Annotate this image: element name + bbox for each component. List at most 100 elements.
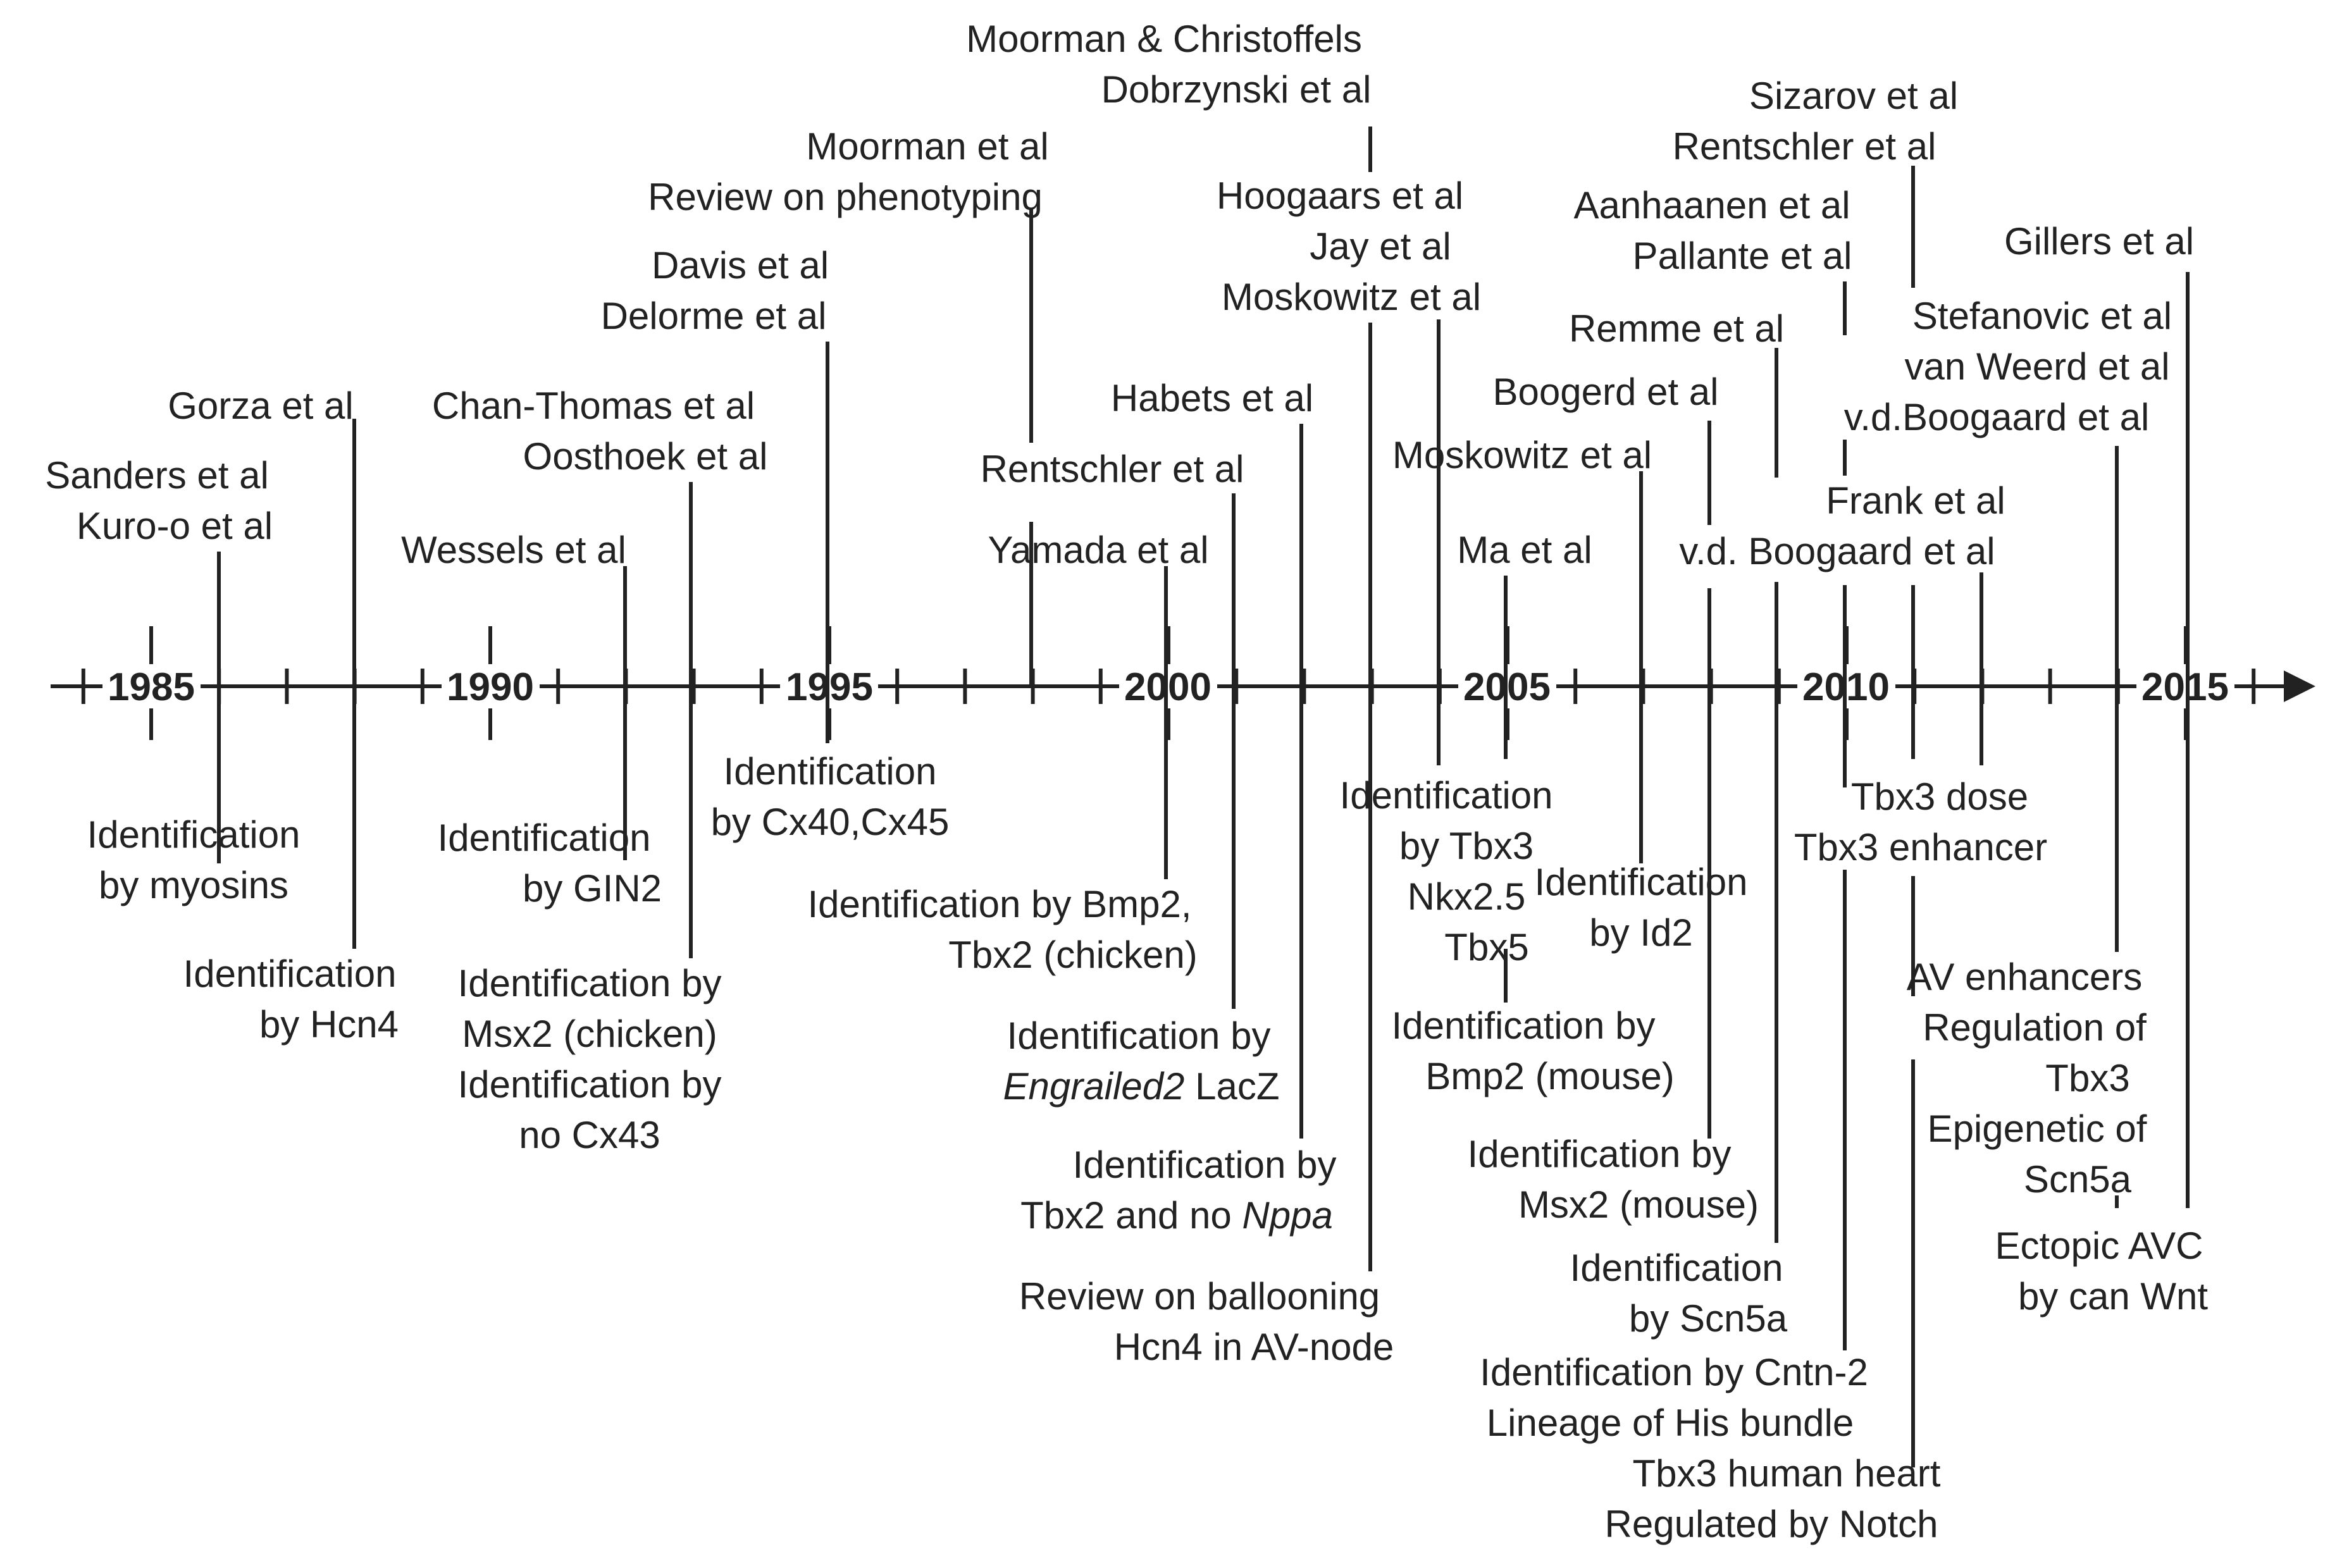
finding-label: Scn5a (2024, 1158, 2132, 1201)
author-label: Remme et al (1569, 307, 1784, 350)
author-label: v.d.Boogaard et al (1844, 396, 2150, 438)
author-label: Oosthoek et al (523, 435, 768, 478)
author-label: Chan-Thomas et al (432, 385, 755, 427)
finding-label: Msx2 (chicken) (462, 1013, 717, 1055)
author-label: Aanhaanen et al (1573, 184, 1850, 226)
author-label: Yamada et al (988, 529, 1208, 571)
event-gorza: Gorza et al Identification by Hcn4 (168, 385, 399, 1046)
author-label: van Weerd et al (1904, 345, 2169, 388)
finding-label: Identification by (1007, 1015, 1271, 1057)
author-label: Moorman & Christoffels (966, 18, 1362, 60)
event-moskowitz-2007: Moskowitz et al Identification by Id2 (1392, 434, 1748, 954)
event-wessels: Wessels et al Identification by GIN2 (401, 529, 662, 910)
finding-label: Ectopic AVC (1995, 1225, 2203, 1267)
finding-label: Lineage of His bundle (1487, 1402, 1854, 1444)
finding-label: Hcn4 in AV-node (1114, 1326, 1394, 1368)
author-label: Moskowitz et al (1392, 434, 1652, 476)
finding-label: by Hcn4 (259, 1003, 399, 1046)
author-label: Moskowitz et al (1222, 276, 1481, 318)
finding-label: Tbx3 enhancer (1794, 826, 2047, 868)
finding-label: Identification by (458, 1063, 722, 1106)
finding-label: Tbx2 (chicken) (948, 934, 1197, 976)
finding-label: by Tbx3 (1399, 825, 1534, 867)
event-moorman-review: Moorman et al Review on phenotyping (648, 125, 1049, 686)
finding-label: by myosins (99, 864, 288, 906)
author-label: Moorman et al (806, 125, 1049, 168)
finding-label: by Scn5a (1629, 1297, 1788, 1340)
finding-label: Identification by (1073, 1144, 1337, 1186)
finding-label: Identification (724, 750, 937, 793)
finding-label: Bmp2 (mouse) (1425, 1055, 1674, 1097)
author-label: Delorme et al (601, 295, 827, 337)
finding-label: by Id2 (1589, 911, 1692, 954)
author-label: Rentschler et al (981, 448, 1244, 490)
finding-label: no Cx43 (519, 1114, 660, 1156)
author-label: Sanders et al (45, 454, 269, 497)
event-rentschler-2001: Rentschler et al Identification by Engra… (981, 448, 1280, 1108)
finding-label-styled: Tbx2 and no Nppa (1020, 1194, 1333, 1237)
event-yamada: Yamada et al Identification by Bmp2, Tbx… (807, 529, 1208, 976)
author-label: Review on phenotyping (648, 176, 1043, 218)
event-stefanovic: Stefanovic et al van Weerd et al v.d.Boo… (1844, 295, 2172, 1208)
event-habets: Habets et al Identification by Tbx2 and … (1020, 377, 1336, 1237)
author-label: Frank et al (1826, 479, 2005, 522)
event-davis-delorme: Davis et al Delorme et al Identification… (601, 244, 950, 843)
finding-label: Tbx3 dose (1851, 775, 2028, 818)
finding-label: Regulated by Notch (1605, 1503, 1938, 1545)
finding-label: by GIN2 (523, 867, 662, 910)
author-label: Stefanovic et al (1912, 295, 2172, 337)
author-label: Rentschler et al (1673, 125, 1937, 168)
event-frank-vdboogaard: Frank et al v.d. Boogaard et al Tbx3 dos… (1679, 479, 2047, 868)
event-hoogaars-jay-moskowitz: Hoogaars et al Jay et al Moskowitz et al… (1217, 175, 1553, 968)
finding-label: Review on ballooning (1019, 1275, 1380, 1318)
finding-label: Tbx5 (1444, 926, 1528, 968)
finding-label: Identification (87, 813, 301, 856)
finding-label: Identification by (1392, 1004, 1656, 1047)
year-label-1990: 1990 (447, 665, 534, 709)
event-moorman-christoffels: Moorman & Christoffels Dobrzynski et al … (966, 18, 1394, 1368)
author-label: Ma et al (1457, 529, 1592, 571)
author-label: Jay et al (1310, 225, 1451, 268)
finding-label: Identification by Bmp2, (807, 883, 1191, 925)
event-boogerd: Boogerd et al Identification by Msx2 (mo… (1468, 371, 1759, 1226)
event-sanders-kuro: Sanders et al Kuro-o et al Identificatio… (45, 454, 300, 906)
event-remme: Remme et al Identification by Scn5a (1569, 307, 1788, 1340)
author-label: Boogerd et al (1493, 371, 1719, 413)
finding-label: AV enhancers (1907, 956, 2142, 998)
finding-label: Tbx3 (2045, 1057, 2129, 1099)
author-label: Kuro-o et al (77, 505, 273, 547)
finding-label: Regulation of (1923, 1006, 2147, 1049)
finding-label: Identification (1535, 861, 1748, 903)
author-label: Gillers et al (2004, 220, 2194, 262)
author-label: Habets et al (1111, 377, 1313, 419)
event-chan-thomas-oosthoek: Chan-Thomas et al Oosthoek et al Identif… (432, 385, 768, 1156)
author-label: Davis et al (652, 244, 829, 287)
event-sizarov-rentschler: Sizarov et al Rentschler et al Tbx3 huma… (1605, 75, 1959, 1545)
event-gillers: Gillers et al Ectopic AVC by can Wnt (1995, 220, 2208, 1318)
finding-label: Msx2 (mouse) (1518, 1183, 1759, 1226)
event-ma: Ma et al Identification by Bmp2 (mouse) (1392, 529, 1675, 1097)
year-label-2015: 2015 (2141, 665, 2229, 709)
finding-label: Identification (183, 953, 397, 995)
finding-label: Nkx2.5 (1408, 875, 1526, 918)
author-label: Pallante et al (1633, 235, 1852, 277)
year-label-1985: 1985 (108, 665, 195, 709)
finding-label: by can Wnt (2018, 1275, 2208, 1318)
timeline-arrowhead (2284, 670, 2315, 702)
finding-label: Tbx3 human heart (1633, 1452, 1941, 1495)
author-label: Hoogaars et al (1217, 175, 1463, 217)
author-label: Sizarov et al (1749, 75, 1958, 117)
finding-label: by Cx40,Cx45 (711, 801, 950, 843)
finding-label: Identification (438, 817, 651, 859)
finding-label: Identification (1340, 774, 1553, 817)
finding-label: Identification by Cntn-2 (1480, 1351, 1868, 1393)
finding-label-styled: Engrailed2 LacZ (1003, 1065, 1280, 1108)
finding-label: Epigenetic of (1928, 1108, 2147, 1150)
finding-label: Identification (1570, 1247, 1783, 1289)
author-label: Wessels et al (401, 529, 626, 571)
event-aanhaanen-pallante: Aanhaanen et al Pallante et al Identific… (1480, 184, 1868, 1444)
author-label: Dobrzynski et al (1101, 68, 1372, 111)
author-label: v.d. Boogaard et al (1679, 530, 1995, 572)
author-label: Gorza et al (168, 385, 353, 427)
